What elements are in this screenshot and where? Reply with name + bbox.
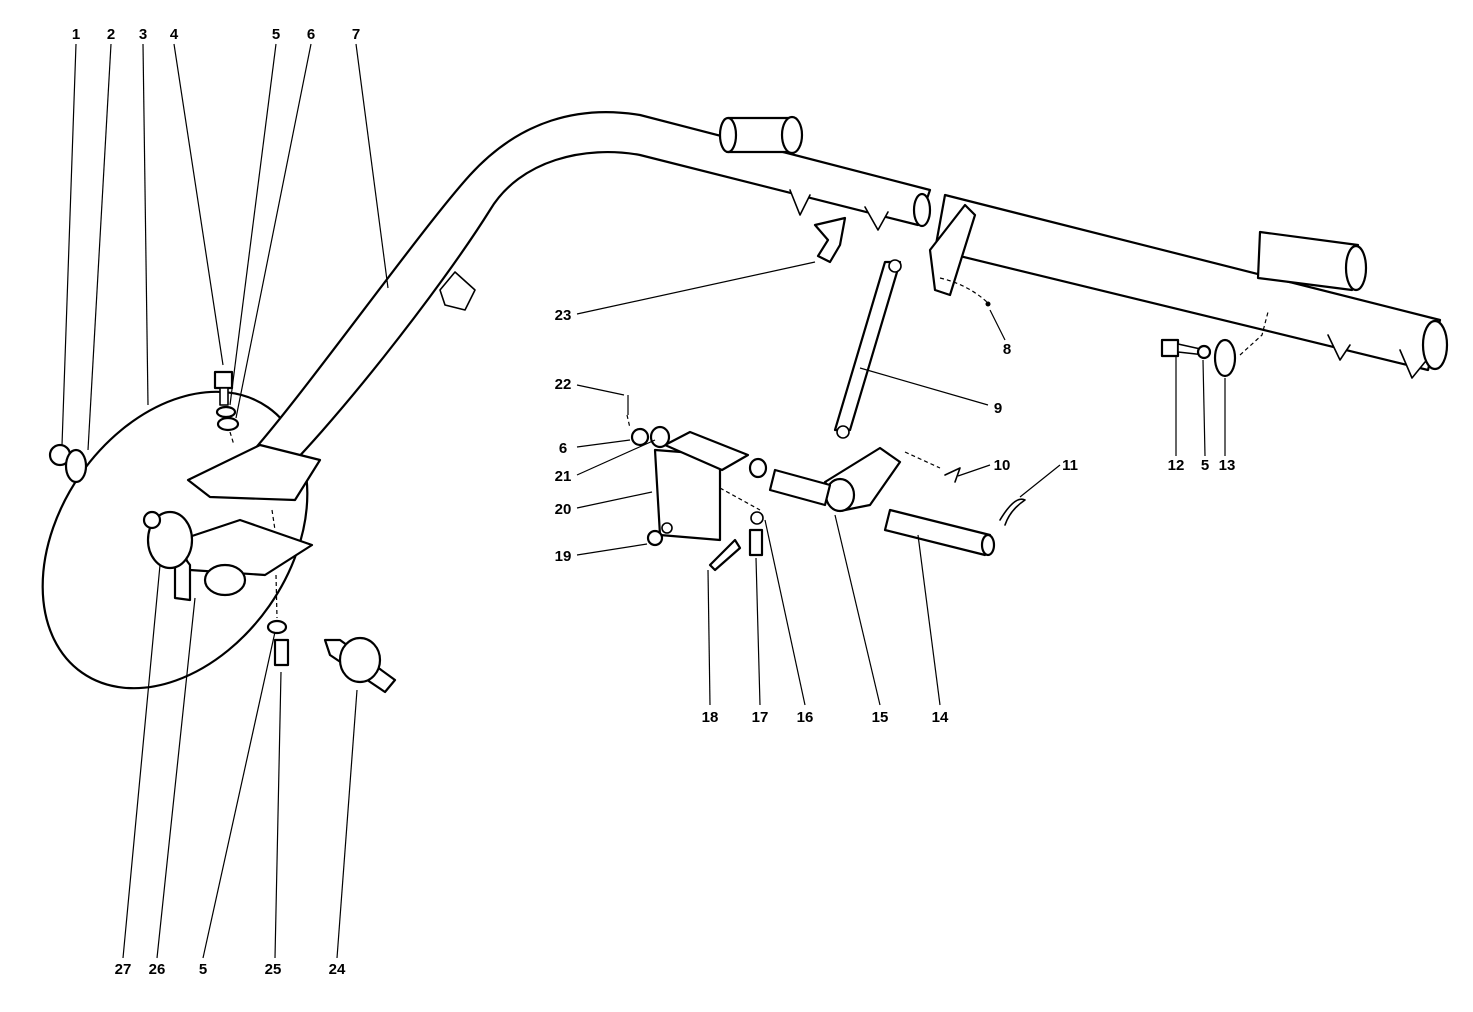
handle-tube-part [242, 111, 932, 491]
callout-15: 15 [872, 709, 889, 726]
mount-plate [186, 443, 322, 502]
tube-bracket-part [439, 271, 476, 311]
right-tube-end [1421, 319, 1449, 371]
callout-20: 20 [555, 501, 572, 518]
callout-10: 10 [994, 457, 1011, 474]
callout-12: 12 [1168, 457, 1185, 474]
rod-top-eye [888, 259, 902, 273]
washer-6 [630, 427, 650, 447]
callout-5-right: 5 [1201, 457, 1209, 474]
parts-artwork [41, 111, 1449, 694]
callout-4: 4 [170, 26, 179, 43]
cap-27 [146, 510, 194, 570]
clip-part [813, 216, 847, 264]
bracket-top [663, 430, 750, 472]
washer-5-right [1196, 344, 1212, 360]
hair-pin-11 [999, 498, 1026, 526]
washer-6-left [216, 416, 240, 432]
right-sleeve-end [1344, 244, 1368, 292]
nut-19 [646, 529, 664, 547]
callout-17: 17 [752, 709, 769, 726]
upper-tube-end [912, 192, 932, 228]
callout-7: 7 [352, 26, 360, 43]
pin-14-part [883, 508, 992, 557]
callout-24: 24 [329, 961, 346, 978]
callout-19: 19 [555, 548, 572, 565]
callout-22: 22 [555, 376, 572, 393]
callout-27: 27 [115, 961, 132, 978]
clip-10 [944, 467, 961, 483]
lever-hub [824, 477, 856, 513]
upper-sleeve-end [780, 115, 804, 155]
washer-5-left [215, 405, 237, 419]
callout-26: 26 [149, 961, 166, 978]
callout-6-mid: 6 [559, 440, 567, 457]
callout-13: 13 [1219, 457, 1236, 474]
rod-bottom-eye [836, 425, 850, 439]
callout-5: 5 [272, 26, 280, 43]
bracket-26-bore [203, 563, 247, 597]
callout-6: 6 [307, 26, 315, 43]
right-tube-flange [928, 203, 977, 297]
leader-lines [61, 43, 1269, 959]
washer-16 [750, 511, 764, 525]
rod-part [833, 260, 902, 432]
spacer-right [748, 457, 768, 479]
callout-labels: 1 2 3 4 5 6 7 8 9 10 11 12 5 13 14 15 16… [72, 26, 1236, 978]
tube-hook-b [864, 206, 889, 231]
lever-shaft [768, 468, 832, 507]
callout-2: 2 [107, 26, 115, 43]
bolt-25 [273, 638, 290, 667]
callout-25: 25 [265, 961, 282, 978]
right-hook-a [1327, 334, 1351, 361]
right-hook-b [1399, 349, 1426, 379]
bolt-18 [708, 538, 742, 572]
callout-8: 8 [1003, 341, 1011, 358]
callout-9: 9 [994, 400, 1002, 417]
right-sleeve-part [1256, 230, 1360, 292]
bolt-17 [748, 528, 764, 557]
callout-1: 1 [72, 26, 80, 43]
washer-2 [64, 448, 88, 484]
bolt-4-head [213, 370, 234, 390]
callout-3: 3 [139, 26, 147, 43]
bolt-12-head [1160, 338, 1180, 358]
tube-hook-a [789, 189, 811, 216]
callout-18: 18 [702, 709, 719, 726]
callout-16: 16 [797, 709, 814, 726]
washer-19 [661, 522, 673, 534]
upper-sleeve-back [718, 116, 738, 154]
callout-21: 21 [555, 468, 572, 485]
pin-8-path [939, 277, 991, 306]
pin-8 [985, 301, 991, 307]
washer-5-bottom [266, 619, 288, 635]
cap-27-knob [142, 510, 162, 530]
pin-14-end [980, 533, 996, 557]
callout-14: 14 [932, 709, 949, 726]
spacer-21 [649, 425, 671, 449]
bolt-4-shank [219, 387, 229, 406]
callout-5-bottom: 5 [199, 961, 207, 978]
callout-23: 23 [555, 307, 572, 324]
washer-13 [1213, 338, 1237, 378]
callout-11: 11 [1062, 457, 1078, 474]
shaft-24-bushing [338, 636, 382, 684]
